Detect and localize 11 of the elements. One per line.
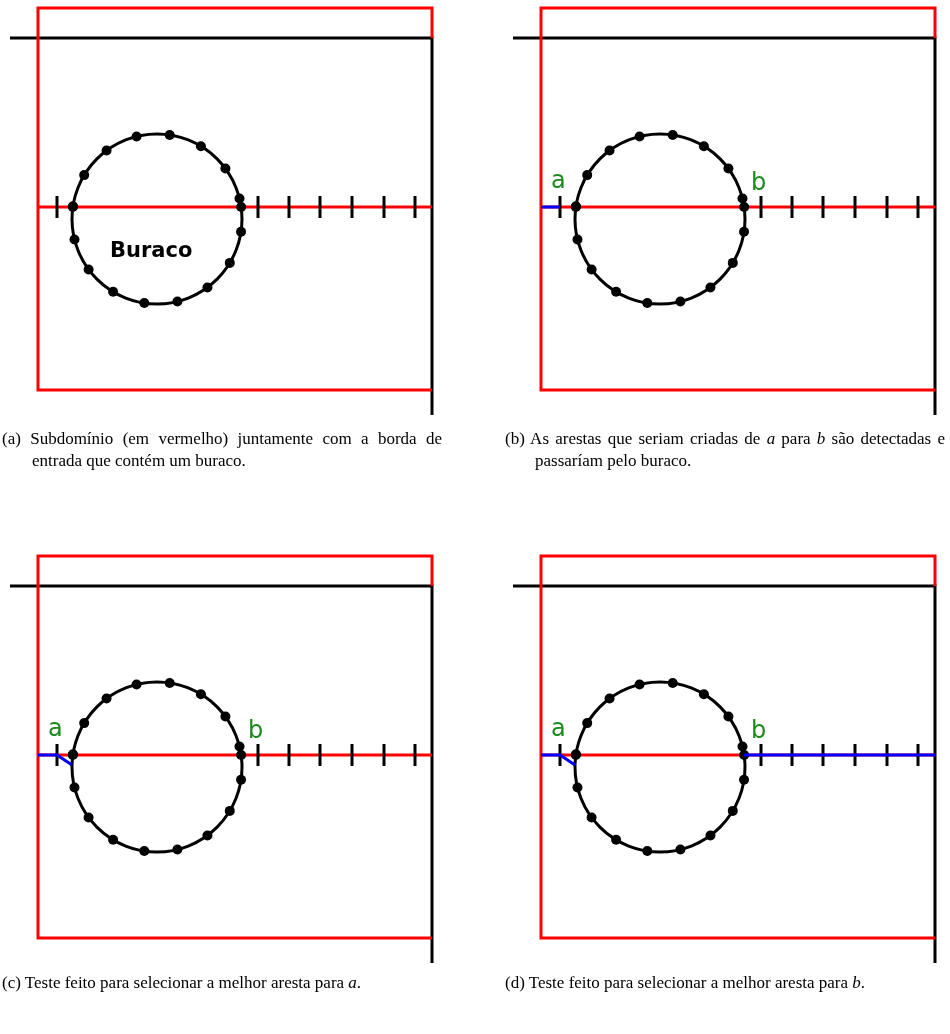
point-label: b (248, 718, 264, 742)
figure-caption: (c) Teste feito para selecionar a melhor aresta para a. (2, 972, 363, 994)
figure-caption: (a) Subdomínio (em vermelho) juntamente com a borda de entrada que contém um buraco. (2, 428, 442, 473)
hole-label: Buraco (110, 240, 193, 261)
figure-caption: (b) As arestas que seriam criadas de a para b são detectadas e passaríam pelo buraco. (505, 428, 945, 473)
point-label: b (751, 718, 767, 742)
point-label: a (551, 168, 566, 192)
point-label: a (551, 716, 566, 740)
point-label: a (48, 716, 63, 740)
figure-caption: (d) Teste feito para selecionar a melhor aresta para b. (505, 972, 867, 994)
point-label: b (751, 170, 767, 194)
